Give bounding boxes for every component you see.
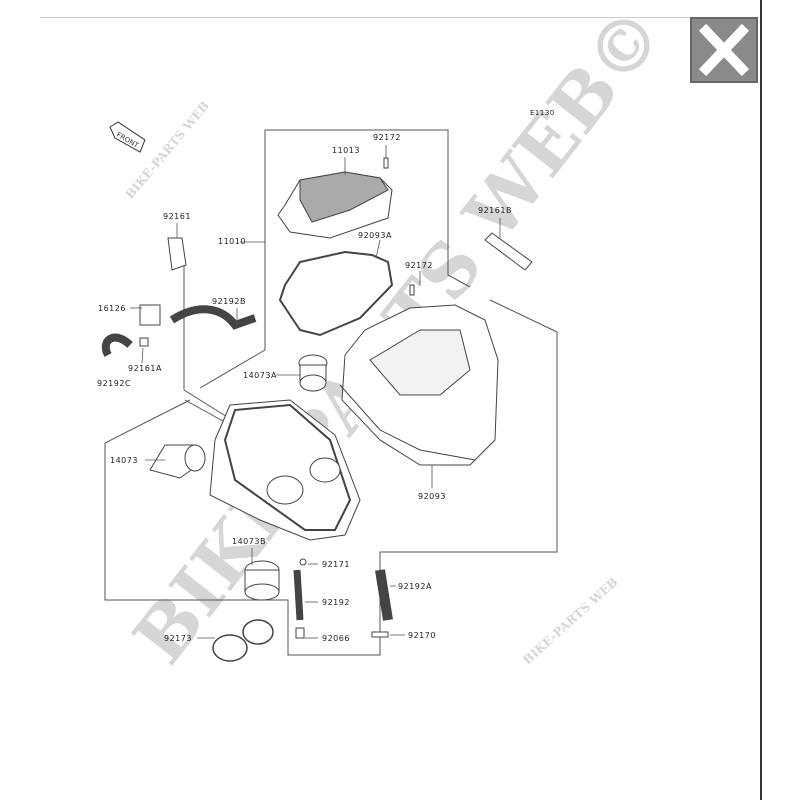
part-label[interactable]: 92093A (358, 231, 392, 240)
part-label[interactable]: 92171 (322, 560, 350, 569)
part-label[interactable]: 11013 (332, 146, 360, 155)
close-x-icon (698, 23, 750, 77)
clip-92171 (299, 558, 307, 566)
close-button[interactable] (690, 17, 758, 83)
part-label[interactable]: 92192 (322, 598, 350, 607)
cap-92161A (139, 337, 149, 347)
right-border (760, 0, 762, 800)
hose-92192C (101, 333, 133, 357)
frame-connector (184, 399, 231, 426)
part-label[interactable]: 92161 (163, 212, 191, 221)
part-label[interactable]: 92066 (322, 634, 350, 643)
frame-11010-lower (199, 241, 266, 389)
air-filter-element (277, 171, 393, 239)
cap-92161 (167, 237, 187, 271)
part-label[interactable]: 92173 (164, 634, 192, 643)
screw-92172-mid (409, 284, 415, 296)
duct-14073A (298, 354, 328, 392)
leader-lines (130, 145, 501, 639)
part-label[interactable]: 92172 (373, 133, 401, 142)
part-label[interactable]: 92170 (408, 631, 436, 640)
part-label[interactable]: 92161A (128, 364, 162, 373)
part-label[interactable]: 92192C (97, 379, 132, 388)
hose-92192B (169, 305, 257, 330)
part-label[interactable]: 92093 (418, 492, 446, 501)
frame-11010 (264, 129, 471, 288)
gasket-92093A (278, 250, 394, 337)
part-label[interactable]: 14073A (243, 371, 277, 380)
part-label[interactable]: 16126 (98, 304, 126, 313)
upper-housing (339, 304, 499, 466)
hose-92192 (293, 569, 304, 621)
lower-housing (209, 399, 361, 541)
front-arrow-icon: FRONT (109, 121, 146, 153)
frame-main (104, 299, 558, 656)
clamps-92173 (212, 619, 274, 662)
part-label[interactable]: 14073B (232, 537, 266, 546)
part-label[interactable]: 14073 (110, 456, 138, 465)
duct-14073 (149, 444, 206, 479)
part-label[interactable]: 92192B (212, 297, 246, 306)
part-label[interactable]: 92161B (478, 206, 512, 215)
top-divider (40, 17, 690, 18)
plug-92066 (295, 627, 305, 639)
frame-connector (183, 389, 233, 421)
screw-92172-top (383, 157, 389, 169)
valve-16126 (139, 304, 161, 326)
clip-92170 (371, 631, 389, 638)
hose-92192A (375, 569, 393, 621)
duct-14073B (244, 560, 280, 601)
part-label[interactable]: 92192A (398, 582, 432, 591)
diagram-code: E1130 (530, 109, 555, 117)
part-label[interactable]: 11010 (218, 237, 246, 246)
part-label[interactable]: 92172 (405, 261, 433, 270)
plate-92161B (484, 232, 533, 271)
